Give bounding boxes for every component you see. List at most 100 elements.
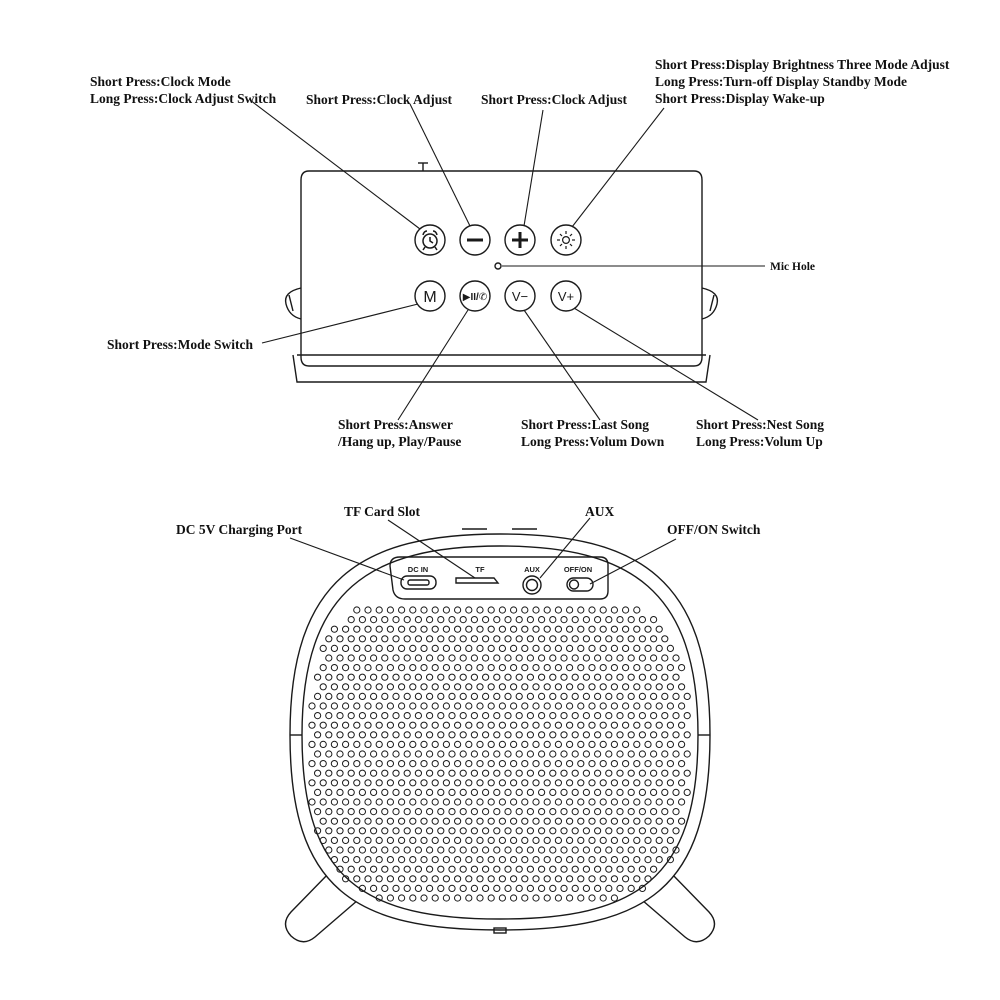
grille-hole [470,635,478,643]
grille-hole [594,731,602,739]
grille-hole [420,625,428,633]
grille-hole [678,721,686,729]
grille-hole [470,692,478,701]
grille-hole [566,740,574,749]
grille-hole [392,731,400,739]
grille-hole [426,712,434,720]
grille-hole [403,673,411,681]
grille-hole [398,856,406,864]
grille-hole [370,616,378,624]
grille-hole [336,865,344,873]
grille-hole [543,836,551,845]
grille-hole [470,654,478,662]
grille-hole [398,625,406,633]
grille-hole [442,644,450,653]
power-switch[interactable] [566,577,594,592]
aux-jack[interactable] [522,575,542,595]
grille-hole [482,635,490,643]
grille-hole [543,702,551,710]
play-pause-button[interactable] [459,280,491,312]
clock-plus-button[interactable] [504,224,536,256]
grille-hole [398,894,406,902]
grille-hole [644,817,652,825]
volume-down-button[interactable] [504,280,536,312]
grille-hole [526,635,535,643]
grille-hole [414,731,422,739]
grille-hole [431,836,439,845]
grille-hole [386,721,394,729]
grille-hole [347,673,355,681]
grille-hole [392,692,400,701]
volume-up-button[interactable] [550,280,582,312]
grille-hole [442,625,450,633]
grille-hole [599,740,607,749]
grille-hole [666,664,675,672]
grille-hole [498,606,506,614]
mode-button[interactable] [414,280,446,312]
grille-hole [638,846,647,854]
grille-hole [605,692,613,701]
clock-minus-button[interactable] [459,224,491,256]
grille-hole [627,692,635,701]
grille-hole [448,788,456,797]
grille-hole [577,606,585,614]
grille-hole [633,625,641,633]
grille-hole [308,798,316,806]
grille-hole [605,846,613,854]
grille-hole [566,702,574,710]
speaker-grille [308,606,691,902]
grille-hole [493,808,501,816]
grille-hole [353,779,361,787]
grille-hole [521,606,529,614]
grille-hole [594,808,602,816]
grille-hole [437,865,445,873]
grille-hole [342,798,350,806]
grille-hole [420,606,428,614]
grille-hole [605,884,613,893]
grille-hole [549,827,557,835]
dc-in-port[interactable] [400,575,437,590]
grille-hole [577,625,585,633]
grille-hole [314,788,322,797]
grille-hole [498,664,506,672]
grille-hole [420,760,428,768]
grille-hole [465,856,473,864]
leader-dc-port [289,537,405,581]
grille-hole [538,654,546,662]
grille-hole [364,721,372,729]
grille-hole [437,654,445,662]
grille-hole [672,673,680,681]
grille-hole [347,846,355,854]
grille-hole [549,884,557,893]
grille-hole [398,702,406,710]
grille-hole [426,616,434,624]
grille-hole [577,856,585,864]
grille-hole [650,750,658,758]
grille-hole [605,712,613,720]
leader-clock [249,99,421,230]
grille-hole [454,836,462,845]
grille-hole [465,644,473,653]
grille-hole [622,836,630,845]
grille-hole [638,616,647,624]
grille-hole [610,836,619,845]
brightness-button[interactable] [550,224,582,256]
grille-hole [403,865,411,873]
grille-hole [364,740,372,749]
grille-hole [509,779,518,787]
grille-hole [358,635,366,643]
grille-hole [616,712,624,720]
grille-hole [538,788,546,797]
grille-hole [487,798,495,806]
clock-button[interactable] [414,224,446,256]
grille-hole [487,644,495,653]
grille-hole [504,750,512,758]
grille-hole [633,721,641,729]
grille-hole [353,606,361,614]
grille-hole [678,702,686,710]
grille-hole [392,712,400,720]
leader-vol-up [573,307,759,421]
grille-hole [655,817,663,825]
tf-card-slot[interactable] [455,577,500,584]
grille-hole [582,692,591,701]
